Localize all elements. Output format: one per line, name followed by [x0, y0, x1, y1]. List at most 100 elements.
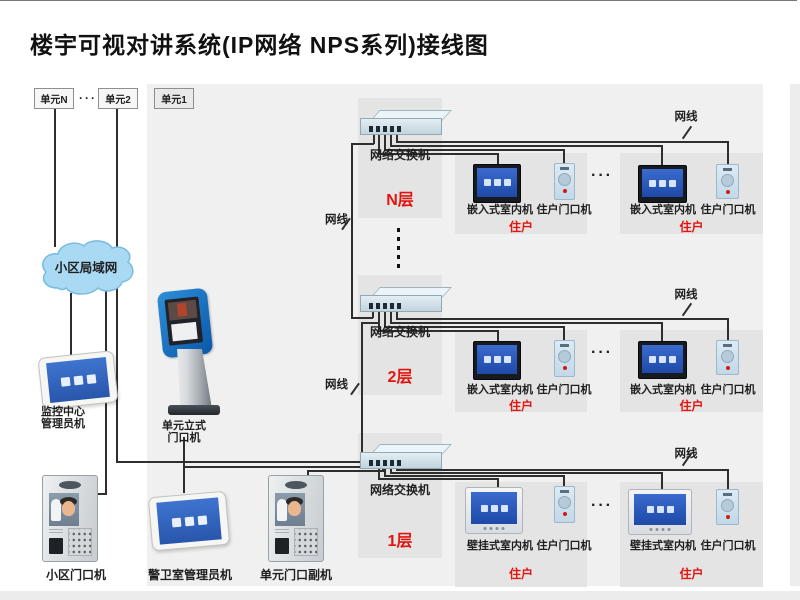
wire-segment: [390, 472, 662, 474]
group-ellipsis-floor-n: ···: [591, 167, 613, 184]
guard-admin-tablet: [147, 490, 231, 552]
wire-segment: [384, 326, 564, 328]
ellipsis-dot: [397, 264, 400, 268]
network-switch-floor-n: [360, 110, 452, 136]
resident-door-unit: [554, 340, 575, 377]
group-ellipsis-floor-1: ···: [591, 497, 613, 514]
monitor-admin-tablet: [37, 350, 119, 410]
wire-segment: [378, 330, 498, 332]
unit-n-box: 单元N: [34, 88, 74, 109]
wire-segment: [384, 311, 386, 327]
community-lan-cloud: [36, 236, 136, 298]
ellipsis-dot: [397, 255, 400, 259]
kiosk-base: [168, 405, 220, 415]
door-station-card-reader: [275, 538, 289, 554]
indoor-monitor-embedded: [638, 341, 687, 379]
top-edge-line: [0, 0, 797, 1]
wire-segment: [373, 134, 375, 144]
community-lan-label: 小区局域网: [54, 261, 118, 275]
unit-1-box: 单元1: [154, 88, 194, 109]
network-switch-floor-1: [360, 444, 452, 470]
wire-segment: [378, 478, 498, 480]
switch-label-floor-1: 网络交换机: [369, 483, 430, 497]
resident-door-unit: [554, 486, 575, 523]
indoor-unit-label: 嵌入式室内机: [467, 384, 533, 396]
bottom-edge-band: [0, 591, 800, 600]
unit-door-sub-station: [268, 475, 324, 562]
indoor-unit-label: 嵌入式室内机: [630, 204, 696, 216]
monitor-admin-label-line1: 监控中心: [41, 406, 85, 418]
wire-segment: [54, 107, 56, 247]
tablet-screen: [156, 497, 222, 545]
door-unit-label: 住户门口机: [536, 204, 592, 216]
wire-segment: [563, 326, 565, 341]
door-unit-label: 住户门口机: [700, 540, 756, 552]
wire-segment: [727, 318, 729, 341]
cable-label-trunk-lower: 网线: [325, 379, 348, 391]
unit-2-label: 单元2: [105, 95, 131, 106]
door-unit-label: 住户门口机: [536, 540, 592, 552]
door-unit-label: 住户门口机: [700, 204, 756, 216]
wire-segment: [384, 475, 564, 477]
indoor-unit-label: 壁挂式室内机: [630, 540, 696, 552]
cloud-shape: [42, 240, 134, 295]
door-station-keypad: [68, 528, 92, 556]
indoor-unit-label: 嵌入式室内机: [630, 384, 696, 396]
cable-label-floor-2: 网线: [674, 289, 698, 301]
wire-segment: [396, 311, 398, 319]
wire-segment: [390, 322, 662, 324]
kiosk-stand: [177, 349, 212, 407]
ellipsis-dot: [397, 246, 400, 250]
right-edge-panel: [790, 84, 800, 586]
network-switch-floor-2: [360, 287, 452, 313]
wire-segment: [116, 461, 364, 463]
wire-segment: [96, 493, 107, 495]
tablet-screen: [46, 356, 110, 404]
community-door-label: 小区门口机: [45, 568, 106, 582]
wire-segment: [372, 309, 374, 318]
resident-door-unit: [716, 340, 739, 375]
unit-n-label: 单元N: [40, 95, 68, 106]
unit-2-box: 单元2: [98, 88, 138, 109]
door-station-speaker: [275, 529, 289, 535]
unit-kiosk-door-machine: [152, 287, 224, 421]
cable-label-floor-1: 网线: [674, 448, 698, 460]
cable-label-floor-n: 网线: [674, 111, 698, 123]
wire-segment: [378, 134, 380, 154]
community-door-station: [42, 475, 98, 562]
wire-segment: [384, 149, 564, 151]
switch-label-floor-2: 网络交换机: [369, 325, 430, 339]
indoor-monitor-embedded: [473, 341, 521, 380]
wire-segment: [378, 311, 380, 331]
indoor-monitor-embedded: [638, 165, 687, 203]
wire-segment: [396, 134, 398, 142]
wire-segment: [661, 322, 663, 342]
indoor-unit-label: 嵌入式室内机: [467, 204, 533, 216]
resident-door-unit: [554, 163, 575, 200]
wire-segment: [378, 153, 498, 155]
wire-segment: [390, 466, 392, 473]
kiosk-screen: [164, 296, 204, 346]
switch-label-floor-n: 网络交换机: [369, 148, 430, 162]
wire-segment: [396, 141, 728, 143]
wire-segment: [361, 322, 363, 462]
floor-label-2: 2层: [387, 369, 413, 386]
cable-label-trunk-upper: 网线: [325, 214, 348, 226]
kiosk-screen-housing: [156, 287, 214, 359]
wire-segment: [307, 470, 309, 475]
guard-admin-label: 警卫室管理员机: [147, 568, 232, 582]
unit-door-sub-label: 单元门口副机: [259, 568, 332, 582]
ellipsis-dot: [397, 228, 400, 232]
wire-segment: [351, 143, 374, 145]
kiosk-label-line1: 单元立式: [162, 420, 206, 432]
wire-segment: [497, 330, 499, 342]
resident-door-unit: [716, 489, 739, 525]
indoor-monitor-embedded: [473, 164, 521, 203]
door-station-card-reader: [49, 538, 63, 554]
wire-segment: [390, 145, 662, 147]
wire-segment: [497, 478, 499, 488]
wire-segment: [661, 472, 663, 490]
door-unit-label: 住户门口机: [536, 384, 592, 396]
wire-segment: [727, 141, 729, 165]
